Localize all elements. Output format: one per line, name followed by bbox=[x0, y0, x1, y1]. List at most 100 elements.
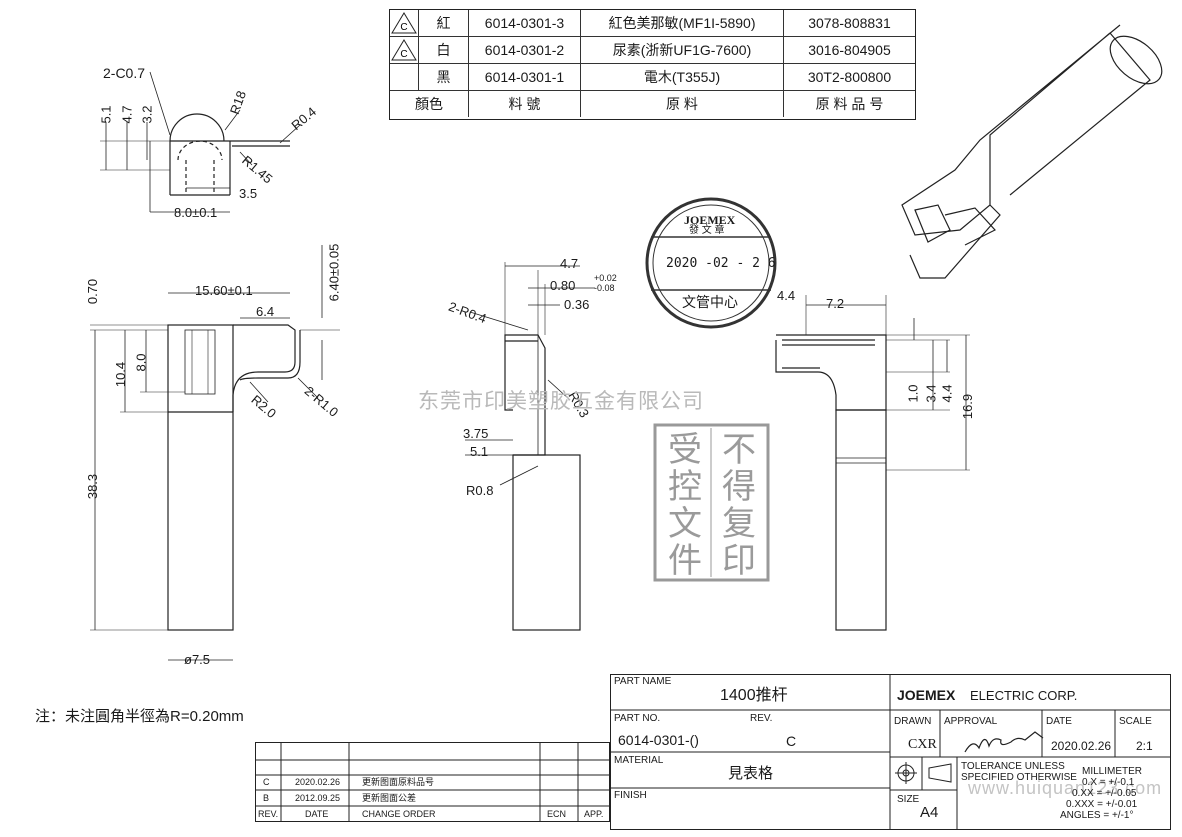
date-header: DATE bbox=[305, 809, 329, 819]
dim-label: 4.7 bbox=[560, 256, 579, 271]
size-label: SIZE bbox=[897, 794, 920, 805]
part-no-cell: 6014-0301-2 bbox=[469, 37, 581, 63]
finish-label: FINISH bbox=[614, 790, 647, 801]
stamp-char: 文 bbox=[668, 505, 702, 543]
header-color: 顏色 bbox=[390, 91, 469, 117]
revision-table bbox=[255, 742, 610, 822]
part-name: 1400推杆 bbox=[720, 687, 788, 704]
dim-label: 4.4 bbox=[939, 384, 955, 403]
dim-label: 0.36 bbox=[564, 297, 590, 312]
dim-label: 7.2 bbox=[826, 296, 845, 311]
part-no-cell: 6014-0301-3 bbox=[469, 10, 581, 36]
size-value: A4 bbox=[920, 804, 939, 821]
part-no-label: PART NO. bbox=[614, 713, 661, 724]
revision-mark: C bbox=[390, 37, 419, 63]
stamp-char: 复 bbox=[722, 505, 756, 543]
dim-label: 38.3 bbox=[85, 473, 101, 500]
stamp-company: JOEMEX bbox=[684, 213, 736, 227]
title-block bbox=[610, 674, 1171, 830]
revision-mark: C bbox=[390, 10, 419, 36]
material-header-row: 顏色 料 號 原 料 原 料 品 号 bbox=[390, 91, 915, 119]
rev-cell: B bbox=[263, 793, 270, 803]
top-view bbox=[100, 71, 301, 213]
revision-mark-empty bbox=[390, 64, 419, 90]
date-label: DATE bbox=[1046, 716, 1072, 727]
stamp-char: 不 bbox=[722, 431, 756, 469]
color-cell: 白 bbox=[419, 37, 469, 63]
date-cell: 2012.09.25 bbox=[295, 793, 341, 803]
side-view bbox=[465, 262, 595, 631]
stamp-char: 受 bbox=[668, 431, 702, 469]
dim-label: 3.4 bbox=[923, 384, 939, 403]
millimeter-label: MILLIMETER bbox=[1082, 766, 1143, 777]
dim-label: R0.8 bbox=[466, 483, 494, 498]
dim-label: 5.1 bbox=[470, 444, 489, 459]
tol-line: 0.X = +/-0.1 bbox=[1082, 777, 1135, 788]
ecn-header: ECN bbox=[547, 809, 567, 819]
projection-symbol bbox=[895, 762, 952, 784]
dim-label: 3.2 bbox=[139, 105, 155, 124]
dim-label: 15.60±0.1 bbox=[195, 283, 253, 298]
material-label: MATERIAL bbox=[614, 755, 664, 766]
color-cell: 紅 bbox=[419, 10, 469, 36]
tol-plus: +0.02 bbox=[594, 273, 617, 283]
rev-header: REV. bbox=[258, 809, 279, 819]
company-name: ELECTRIC CORP. bbox=[970, 688, 1078, 703]
tol-line: ANGLES = +/-1° bbox=[1060, 810, 1134, 821]
control-stamp-col2: 不 得 复 印 bbox=[722, 432, 758, 580]
material-no-cell: 3016-804905 bbox=[808, 42, 891, 58]
header-part-no: 料 號 bbox=[469, 91, 581, 117]
material-no-cell: 3078-808831 bbox=[808, 15, 891, 31]
dim-label: 6.4 bbox=[256, 304, 275, 319]
mark-text: C bbox=[400, 22, 407, 33]
control-stamp-col1: 受 控 文 件 bbox=[668, 432, 704, 580]
stamp-char: 得 bbox=[722, 468, 756, 506]
dim-label: ø7.5 bbox=[184, 652, 211, 667]
order-header: CHANGE ORDER bbox=[362, 809, 436, 819]
part-no: 6014-0301-() bbox=[618, 732, 699, 748]
site-watermark: www.huiquan123.com bbox=[968, 778, 1163, 798]
material-cell: 尿素(浙新UF1G-7600) bbox=[581, 37, 784, 63]
dim-label: 4.4 bbox=[777, 288, 796, 303]
header-material: 原 料 bbox=[581, 91, 784, 117]
company-brand: JOEMEX bbox=[897, 687, 956, 703]
material-table: C 紅 6014-0301-3 紅色美那敏(MF1I-5890) 3078-80… bbox=[389, 9, 916, 120]
drawn-label: DRAWN bbox=[894, 716, 932, 727]
scale-value: 2:1 bbox=[1136, 739, 1153, 753]
tolerance-label-1: TOLERANCE UNLESS bbox=[961, 761, 1065, 772]
control-stamp-box bbox=[653, 423, 770, 582]
rev-cell: C bbox=[263, 777, 270, 787]
dim-label: 3.5 bbox=[239, 186, 258, 201]
approval-label: APPROVAL bbox=[944, 716, 998, 727]
part-name-label: PART NAME bbox=[614, 676, 672, 687]
date-value: 2020.02.26 bbox=[1051, 739, 1112, 753]
stamp-char: 控 bbox=[668, 468, 702, 506]
title-block-lines bbox=[255, 674, 1171, 830]
dim-label: 5.1 bbox=[98, 105, 114, 124]
stamp-char: 件 bbox=[668, 542, 702, 580]
rev-value: C bbox=[786, 733, 797, 749]
front-view bbox=[90, 245, 340, 661]
dim-label: 3.75 bbox=[463, 426, 489, 441]
dim-label: 2-C0.7 bbox=[103, 65, 146, 81]
header-material-no: 原 料 品 号 bbox=[815, 96, 884, 112]
dim-label: 16.9 bbox=[960, 393, 976, 420]
rev-label: REV. bbox=[750, 713, 773, 724]
joemex-stamp bbox=[645, 197, 777, 329]
company-watermark: 东莞市印美塑胶五金有限公司 bbox=[418, 390, 704, 413]
dim-label: 1.0 bbox=[905, 384, 921, 403]
material-cell: 電木(T355J) bbox=[581, 64, 784, 90]
dim-label: 8.0 bbox=[133, 353, 149, 372]
material-row: C 紅 6014-0301-3 紅色美那敏(MF1I-5890) 3078-80… bbox=[390, 10, 915, 37]
scale-label: SCALE bbox=[1119, 716, 1152, 727]
date-cell: 2020.02.26 bbox=[295, 777, 341, 787]
tol-line: 0.XX = +/-0.05 bbox=[1072, 788, 1137, 799]
right-view bbox=[775, 295, 970, 631]
order-cell: 更新图面原料品号 bbox=[362, 777, 435, 787]
dim-label: 10.4 bbox=[113, 361, 129, 388]
dim-label: 4.7 bbox=[119, 105, 135, 124]
stamp-center: 文管中心 bbox=[682, 294, 738, 310]
part-no-cell: 6014-0301-1 bbox=[469, 64, 581, 90]
stamp-char: 印 bbox=[722, 542, 756, 580]
